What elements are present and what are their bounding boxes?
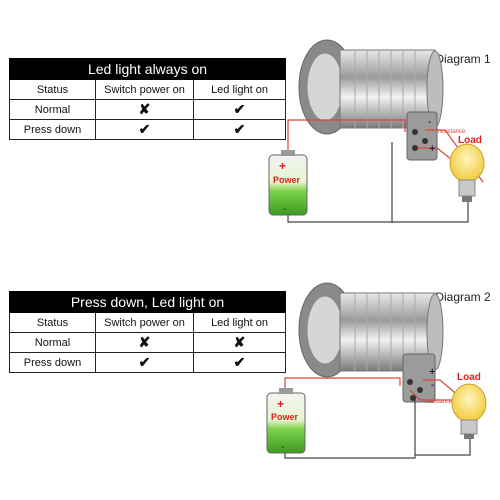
- column-header: Switch power on: [95, 79, 194, 100]
- table-row: Press down ✔ ✔: [9, 119, 287, 140]
- load-label: Load: [458, 135, 482, 146]
- check-mark-icon: ✔: [233, 121, 246, 137]
- minus-label: -: [428, 117, 431, 128]
- load-label: Load: [457, 372, 481, 383]
- table-row: Normal ✘ ✘: [9, 332, 287, 353]
- wiring-panel-2: Press down, Led light on Status Switch p…: [0, 250, 500, 500]
- minus-label: -: [281, 442, 284, 453]
- plus-label: +: [279, 159, 286, 173]
- minus-label: -: [283, 204, 286, 215]
- status-cell: Press down: [9, 352, 96, 373]
- status-cell: Press down: [9, 119, 96, 140]
- status-table-1: Led light always on Status Switch power …: [8, 58, 287, 140]
- minus-label: -: [431, 380, 434, 391]
- plus-label: +: [429, 366, 435, 378]
- status-table-2: Press down, Led light on Status Switch p…: [8, 291, 287, 373]
- column-header: Switch power on: [95, 312, 194, 333]
- battery: + Power -: [266, 388, 306, 454]
- plus-label: +: [429, 143, 435, 155]
- light-bulb: Load: [451, 372, 487, 439]
- check-mark-icon: ✔: [233, 354, 246, 370]
- status-cell: Normal: [9, 332, 96, 353]
- column-header: Status: [9, 312, 96, 333]
- cross-mark-icon: ✘: [138, 334, 151, 350]
- status-cell: Normal: [9, 99, 96, 120]
- metal-switch: [298, 39, 444, 161]
- metal-switch: [298, 282, 444, 403]
- table-header: Led light always on: [8, 58, 287, 80]
- cross-mark-icon: ✘: [233, 334, 246, 350]
- plus-label: +: [277, 397, 284, 411]
- table-row: Press down ✔ ✔: [9, 352, 287, 373]
- check-mark-icon: ✔: [138, 121, 151, 137]
- resistance-label: resistance: [438, 129, 466, 135]
- table-row: Normal ✘ ✔: [9, 99, 287, 120]
- check-mark-icon: ✔: [138, 354, 151, 370]
- battery: + Power -: [268, 150, 308, 216]
- table-header: Press down, Led light on: [8, 291, 287, 313]
- power-label: Power: [271, 412, 299, 422]
- column-header: Status: [9, 79, 96, 100]
- light-bulb: Load: [449, 135, 485, 202]
- cross-mark-icon: ✘: [138, 101, 151, 117]
- wiring-panel-1: Led light always on Status Switch power …: [8, 39, 491, 223]
- wiring-diagram-1: - + resistance + Power - Load: [268, 39, 485, 223]
- wiring-diagram-2: + - resistance + Power - Load: [266, 282, 487, 459]
- check-mark-icon: ✔: [233, 101, 246, 117]
- resistance-label: resistance: [425, 399, 453, 405]
- power-label: Power: [273, 175, 301, 185]
